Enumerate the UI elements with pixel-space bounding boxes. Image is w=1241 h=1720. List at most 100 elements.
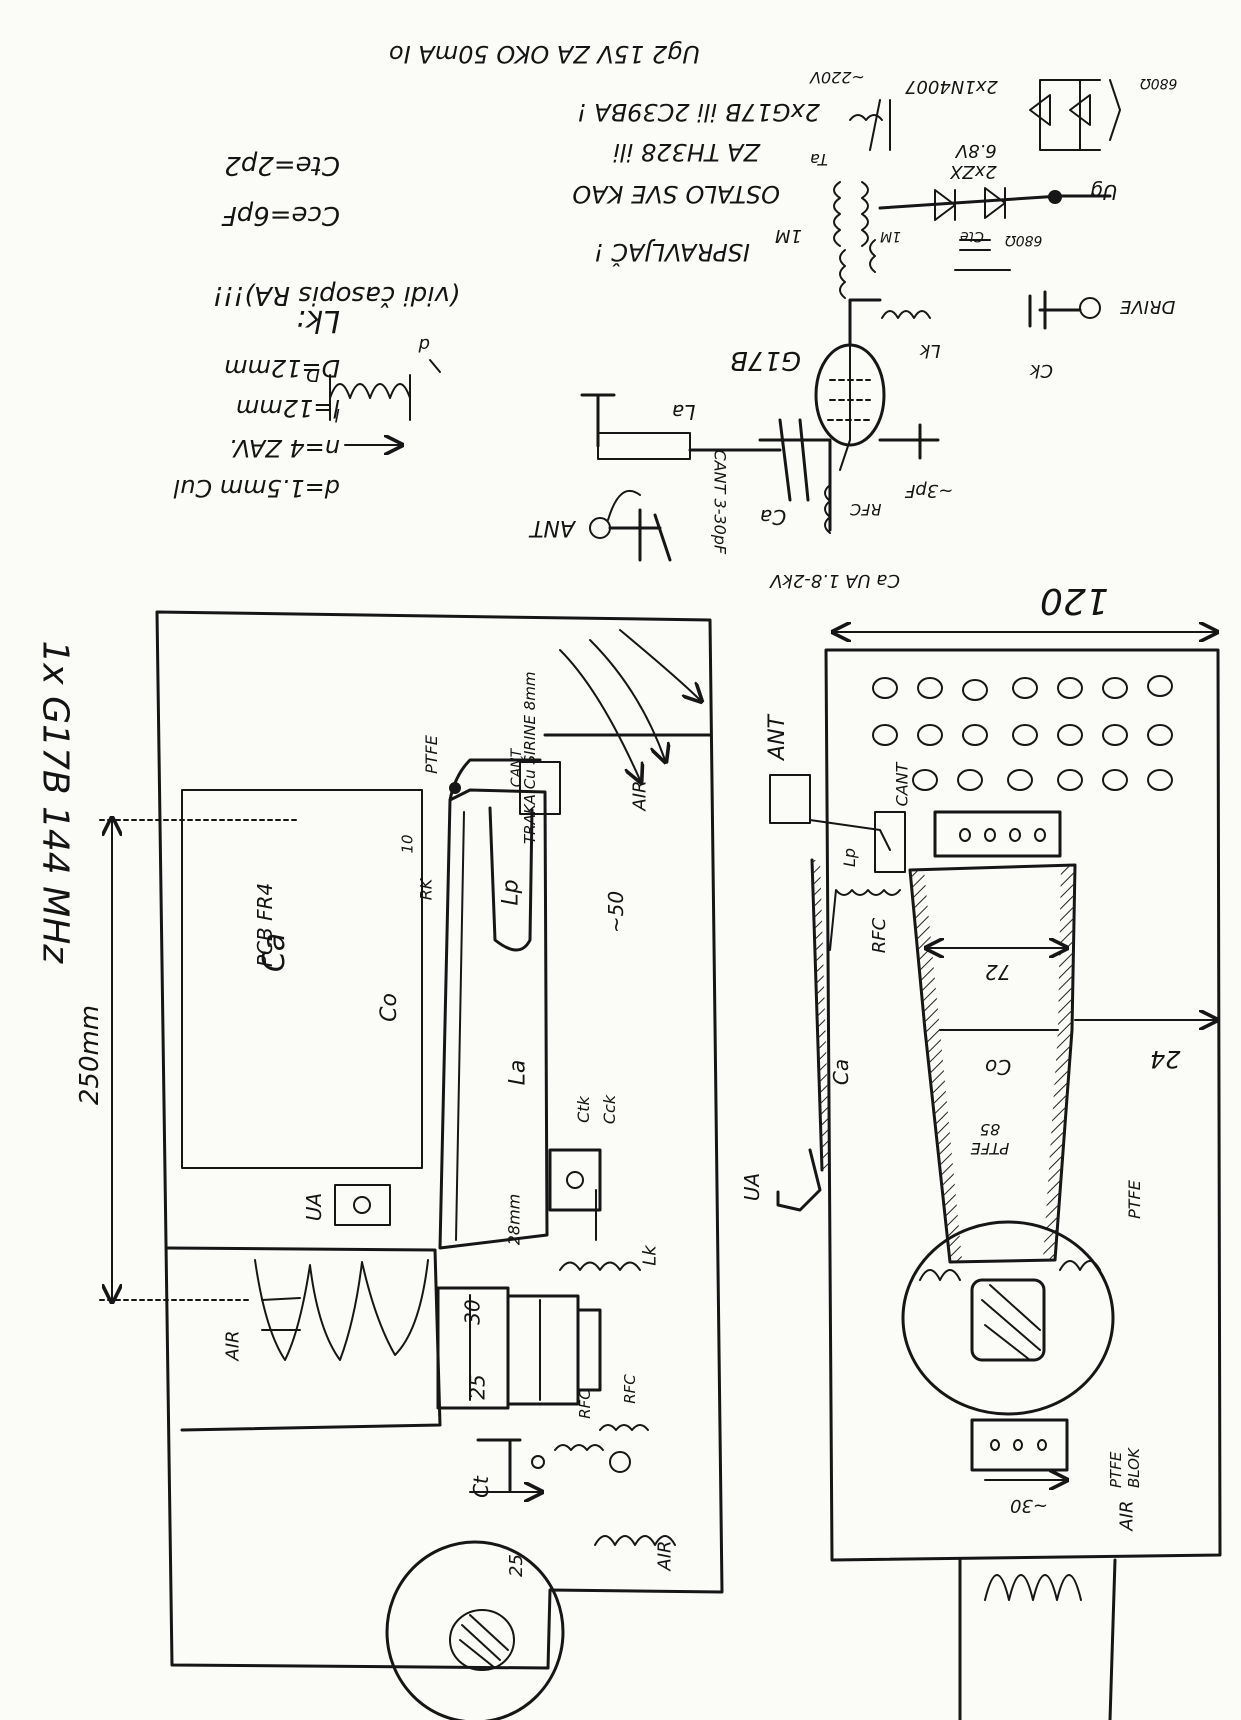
ant-connector (589, 517, 611, 539)
tube-socket (901, 1220, 1115, 1416)
zener-1 (934, 189, 956, 221)
front-view-drawing (769, 632, 1222, 1720)
sch-ca-label: Ca (760, 505, 787, 529)
front-dim-inner: 72 (985, 960, 1011, 984)
side-la-label: La (505, 1059, 531, 1086)
lk-coil (559, 1261, 641, 1271)
drive-connector (1079, 297, 1101, 319)
pcb-board (181, 789, 423, 1169)
front-dim-base: ~30 (1010, 1495, 1048, 1516)
front-air-label: AIR (1116, 1500, 1138, 1531)
cant-box (519, 761, 561, 815)
drive-label: DRIVE (1120, 296, 1176, 317)
coil-spec-d-wire: d=1.5mm Cul (173, 474, 340, 502)
sch-ug-label: Ug (1090, 180, 1118, 204)
coil-spec-length: l=12mm (235, 394, 340, 422)
sch-220v-label: ~220V (810, 68, 865, 87)
note-ostalo: OSTALO SVE KAO (572, 180, 780, 208)
side-view-box (155, 610, 724, 1670)
side-ptfe-label: PTFE (421, 735, 441, 774)
front-ant-box (769, 774, 811, 824)
sch-zener-label: 2xZX 6.8V (950, 140, 997, 182)
tube-label: G17B (730, 345, 802, 375)
coil-specs-cap-1: Cte=2p2 (224, 150, 340, 180)
ctk-cap (548, 1148, 602, 1212)
terminal-strip (933, 810, 1062, 858)
front-dim-width: 120 (1040, 580, 1109, 621)
side-air-bottom-label: AIR (654, 1540, 676, 1571)
sch-la-label: La (672, 400, 696, 424)
coil-spec-turns: n=4 ZAV. (228, 434, 340, 462)
coil-dim-d: d (418, 334, 430, 355)
front-ptfe-blok-label: PTFE BLOK (1107, 1448, 1143, 1488)
sch-cant-label: CANT 3-30pF (710, 449, 730, 555)
sch-r1m-b-label: 1M (880, 228, 901, 244)
coil-spec-title: Lk: (295, 303, 340, 338)
sch-ta-label: Ta (810, 150, 828, 169)
sch-r680a-label: 680Ω (1140, 75, 1178, 91)
sch-ck-label: Ck (1030, 360, 1053, 381)
front-ptfe2-label: PTFE (1124, 1180, 1144, 1219)
note-2xg17b: 2xG17B ili 2C39BA ! (576, 98, 820, 126)
side-ct-label: Ct (468, 1476, 493, 1498)
coil-dim-l: l (334, 404, 340, 425)
zener-2 (984, 187, 1006, 219)
fan (385, 1540, 565, 1720)
front-ca-label: Ca (829, 1058, 854, 1086)
note-ug2: Ug2 15V ZA OKO 50mA Io (388, 40, 700, 68)
side-ctk-label: Ctk (573, 1096, 593, 1123)
ptfe-block (970, 1418, 1069, 1472)
side-air-right-label: AIR (222, 1330, 244, 1361)
side-rfc1-label: RFC (575, 1389, 594, 1419)
sch-r1m-label: 1M (775, 225, 802, 246)
side-co-label: Co (376, 993, 402, 1022)
side-rfc2-label: RFC (620, 1374, 639, 1404)
coil-specs-cap-2: Cce=6pF (221, 200, 340, 230)
coil-sketch (329, 359, 441, 445)
side-lp-label: Lp (498, 879, 524, 906)
sch-ct-label: ~3pF (905, 480, 954, 501)
heading: 1x G17B 144 MHz (34, 640, 76, 964)
side-traka-label: TRAKA Cu ŠIRINE 8mm (521, 671, 539, 845)
side-dim-gap: 10 (398, 834, 417, 854)
front-ua-label: UA (740, 1172, 765, 1202)
front-dim-side: 24 (1150, 1045, 1181, 1073)
ua-bushing (334, 1184, 391, 1226)
side-dim-lp: ~50 (604, 890, 629, 934)
side-view-drawing (99, 610, 724, 1720)
sch-diodes-label: 2x1N4007 (905, 76, 998, 97)
sch-lk-label: Lk (920, 340, 941, 361)
side-lk-label: Lk (639, 1245, 661, 1266)
front-ptfe-label: PTFE 85 (970, 1120, 1010, 1158)
side-ca-label: Ca (257, 932, 293, 973)
front-ant-label: ANT (764, 715, 790, 760)
front-rfc-label: RFC (869, 917, 891, 954)
sch-ua-label: Ca UA 1.8-2kV (770, 570, 900, 591)
side-air-top-label: AIR (629, 780, 651, 811)
side-dim-strip: 28mm (504, 1193, 524, 1246)
coil-dim-D: D (306, 364, 320, 385)
note-th328: ZA TH328 ili (613, 138, 760, 166)
note-ispravljac: ISPRAVLJAČ ! (594, 238, 750, 266)
sch-cte-label: Cte (960, 228, 984, 244)
front-lp-label: Lp (840, 847, 860, 868)
side-dim-tube: 30 (460, 1299, 485, 1325)
schematic-drawing (580, 79, 1121, 562)
side-rk-label: RK (416, 878, 436, 901)
side-cck-label: Cck (600, 1094, 620, 1125)
anode-strip (438, 788, 549, 1250)
la-bar (597, 432, 691, 460)
sch-ant-label: ANT (530, 515, 575, 540)
side-dim-tube2: 25 (465, 1374, 490, 1400)
sch-rfc-label: RFC (850, 500, 882, 519)
side-dim-width: 250mm (75, 1004, 106, 1106)
front-cant-label: CANT (892, 762, 912, 807)
side-cant-label: CANT (509, 748, 526, 788)
side-dim-base: 25 (505, 1554, 527, 1577)
side-ua-label: UA (302, 1192, 327, 1222)
ca-cap (778, 418, 810, 502)
lp-loop (488, 806, 534, 952)
front-co-label: Co (985, 1055, 1012, 1079)
